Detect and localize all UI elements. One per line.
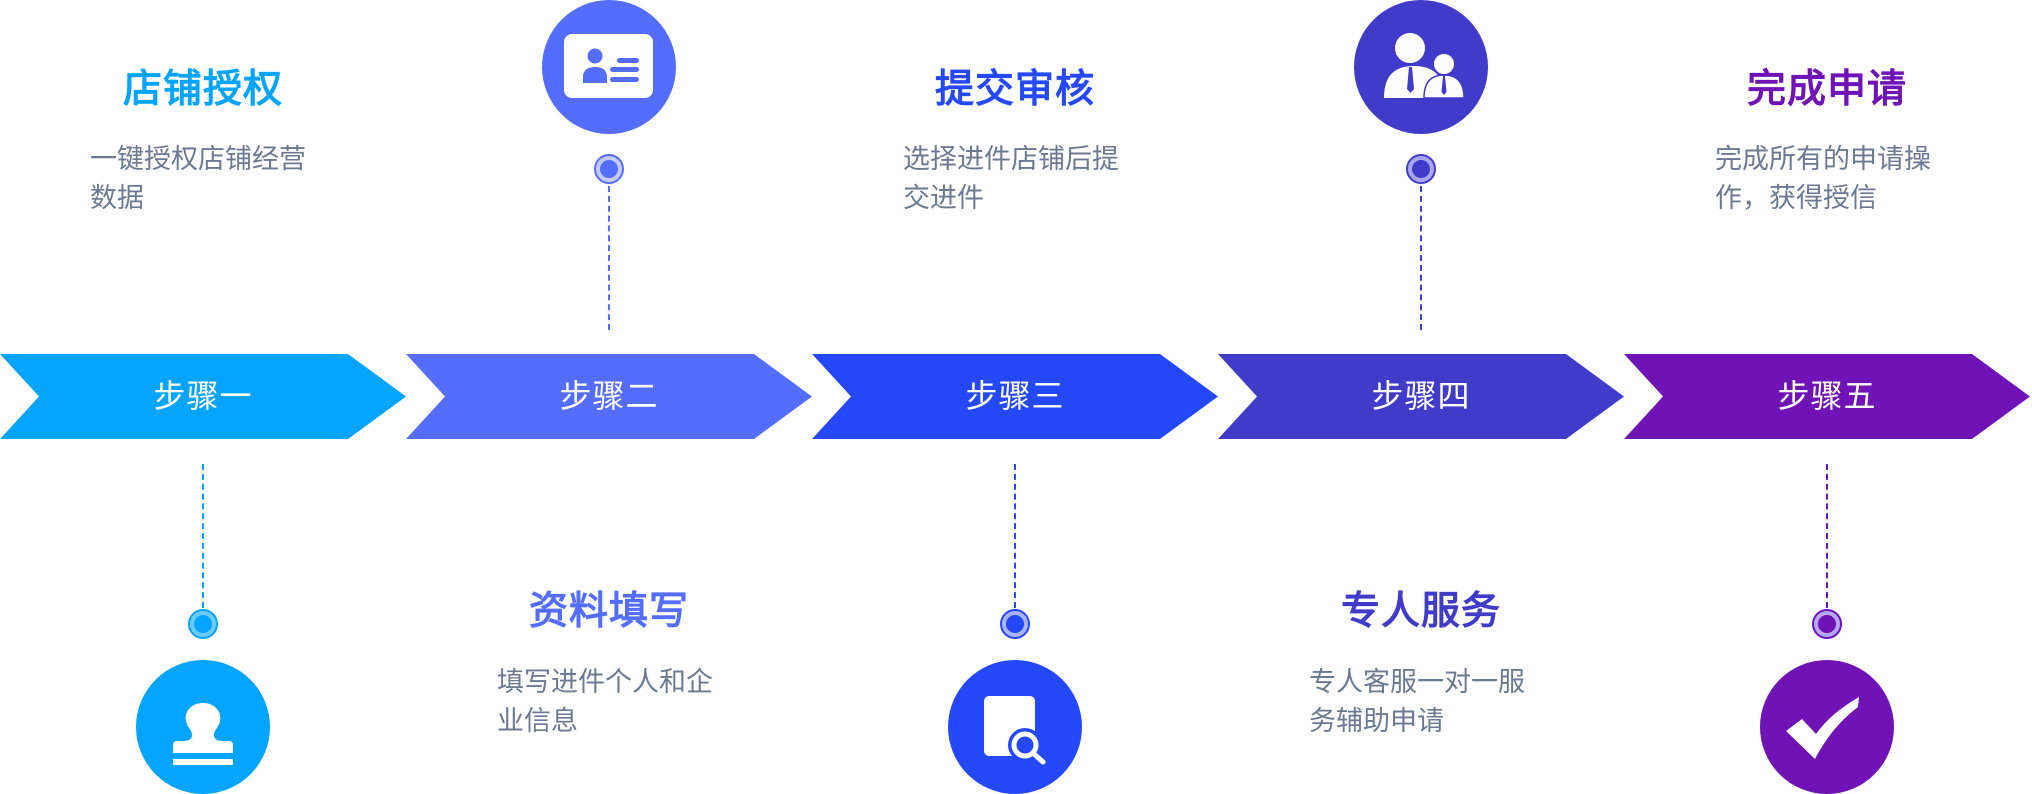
step-4-desc-line-2: 务辅助申请 <box>1309 706 1444 737</box>
step-5-label: 步骤五 <box>1777 377 1877 415</box>
step-5-desc: 完成所有的申请操 作，获得授信 <box>1715 140 1955 218</box>
id-card-icon <box>564 34 653 98</box>
step-5-timeline-dot <box>1812 609 1842 639</box>
step-1-desc-line-1: 一键授权店铺经营 <box>90 144 306 175</box>
step-3-title: 提交审核 <box>934 67 1095 112</box>
step-2-desc-line-1: 填写进件个人和企 <box>497 667 713 698</box>
document-search-icon <box>984 696 1046 765</box>
step-3-connector-line <box>1014 464 1016 608</box>
step-1-desc: 一键授权店铺经营 数据 <box>90 140 330 218</box>
step-4-arrow-shape <box>1218 354 1624 439</box>
step-2-timeline-dot <box>594 154 624 184</box>
step-5-desc-line-2: 作，获得授信 <box>1715 183 1877 214</box>
step-3-arrow: 步骤三 <box>812 354 1218 439</box>
step-3-desc: 选择进件店铺后提 交进件 <box>903 140 1143 218</box>
checkmark-icon <box>1786 697 1859 759</box>
step-1-timeline-dot <box>188 609 218 639</box>
step-2-icon-circle <box>542 0 676 134</box>
step-3-icon-circle <box>948 660 1082 794</box>
step-2-label: 步骤二 <box>559 377 659 415</box>
step-4-title: 专人服务 <box>1340 589 1501 634</box>
step-2-desc-line-2: 业信息 <box>497 706 578 737</box>
step-1-desc-line-2: 数据 <box>90 183 144 214</box>
step-5-arrow-shape <box>1624 354 2030 439</box>
stamp-icon <box>173 703 233 765</box>
step-4-connector-line <box>1420 186 1422 330</box>
step-3-timeline-dot <box>1000 609 1030 639</box>
step-2-title: 资料填写 <box>528 589 689 634</box>
step-5-arrow: 步骤五 <box>1624 354 2030 439</box>
step-4-icon-circle <box>1354 0 1488 134</box>
step-1-icon-circle <box>136 660 270 794</box>
step-4-desc: 专人客服一对一服 务辅助申请 <box>1309 663 1549 741</box>
step-1-connector-line <box>202 464 204 608</box>
step-2-arrow: 步骤二 <box>406 354 812 439</box>
step-3-label: 步骤三 <box>965 377 1065 415</box>
step-5-desc-line-1: 完成所有的申请操 <box>1715 144 1931 175</box>
step-4-label: 步骤四 <box>1371 377 1471 415</box>
step-3-desc-line-1: 选择进件店铺后提 <box>903 144 1119 175</box>
step-4-timeline-dot <box>1406 154 1436 184</box>
step-1-title: 店铺授权 <box>122 67 283 112</box>
step-5-icon-circle <box>1760 660 1894 794</box>
step-2-connector-line <box>608 186 610 330</box>
step-4-desc-line-1: 专人客服一对一服 <box>1309 667 1525 698</box>
step-2-arrow-shape <box>406 354 812 439</box>
step-2-desc: 填写进件个人和企 业信息 <box>497 663 737 741</box>
step-1-arrow-shape <box>0 354 406 439</box>
step-5-connector-line <box>1826 464 1828 608</box>
step-1-arrow: 步骤一 <box>0 354 406 439</box>
step-5-title: 完成申请 <box>1746 67 1907 112</box>
customer-service-icon <box>1384 31 1465 99</box>
step-4-arrow: 步骤四 <box>1218 354 1624 439</box>
step-3-arrow-shape <box>812 354 1218 439</box>
step-1-label: 步骤一 <box>153 377 253 415</box>
step-3-desc-line-2: 交进件 <box>903 183 984 214</box>
